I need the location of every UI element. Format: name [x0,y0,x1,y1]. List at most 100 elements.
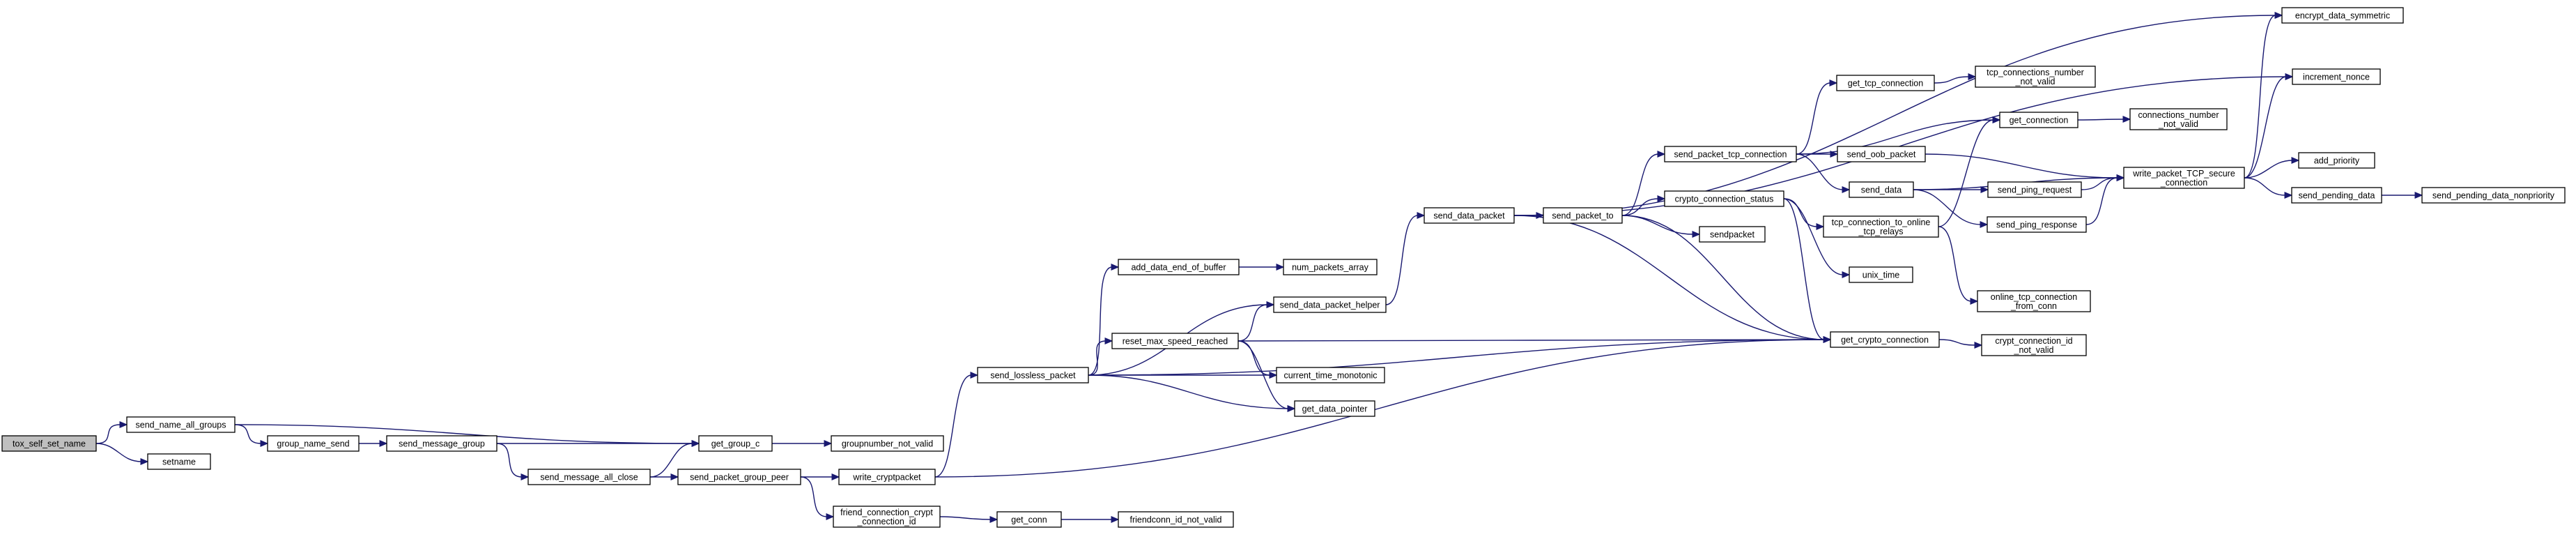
node-label: send_message_group [399,439,485,449]
node-tox_self_set_name[interactable]: tox_self_set_name [1,435,97,452]
edge-send_lossless_packet-to-reset_max_speed_reached [1088,337,1113,376]
edge-line [2244,15,2276,179]
node-sendpacket[interactable]: sendpacket [1699,226,1766,243]
node-unix_time[interactable]: unix_time [1849,266,1913,283]
node-connections_number_not_valid[interactable]: connections_number_not_valid [2129,108,2228,130]
node-box [1283,259,1378,275]
edge-line [1513,15,2276,216]
edge-line [1621,198,1659,216]
node-tcp_connection_to_online_tcp_relays[interactable]: tcp_connection_to_online_tcp_relays [1823,215,1939,238]
node-send_lossless_packet[interactable]: send_lossless_packet [977,367,1089,384]
edge-get_connection-to-connections_number_not_valid [2077,116,2131,123]
node-friendconn_id_not_valid[interactable]: friendconn_id_not_valid [1118,511,1234,528]
node-get_conn[interactable]: get_conn [996,511,1062,528]
node-send_data_packet[interactable]: send_data_packet [1424,207,1515,224]
node-friend_connection_crypt_connection_id[interactable]: friend_connection_crypt_connection_id [833,506,941,528]
node-send_packet_to[interactable]: send_packet_to [1543,207,1623,224]
node-box [386,435,498,452]
node-send_name_all_groups[interactable]: send_name_all_groups [126,416,236,433]
node-send_data[interactable]: send_data [1849,181,1914,198]
node-encrypt_data_symmetric[interactable]: encrypt_data_symmetric [2281,7,2404,24]
node-reset_max_speed_reached[interactable]: reset_max_speed_reached [1111,333,1239,349]
edge-line [1938,339,1976,346]
edge-send_message_all_close-to-send_packet_group_peer [649,473,679,480]
node-label: groupnumber_not_valid [842,439,933,449]
edge-write_cryptpacket-to-get_crypto_connection [934,336,1832,478]
node-send_message_all_close[interactable]: send_message_all_close [527,469,651,485]
edge-get_conn-to-friendconn_id_not_valid [1061,516,1120,523]
edge-line [1796,153,1844,190]
node-label: send_data_packet [1433,211,1505,221]
node-add_data_end_of_buffer[interactable]: add_data_end_of_buffer [1118,259,1240,275]
node-label: send_packet_tcp_connection [1674,150,1787,160]
node-current_time_monotonic[interactable]: current_time_monotonic [1276,367,1385,384]
node-box [1543,207,1623,224]
edge-line [1938,119,1994,227]
node-write_packet_TCP_secure_connection[interactable]: write_packet_TCP_secure_connection [2123,167,2245,189]
node-send_pending_data_nonpriority[interactable]: send_pending_data_nonpriority [2421,187,2566,204]
edge-tcp_connection_to_online_tcp_relays-to-get_connection [1938,116,2001,227]
node-send_message_group[interactable]: send_message_group [386,435,498,452]
edge-write_packet_TCP_secure_connection-to-increment_nonce [2244,73,2294,179]
node-get_connection[interactable]: get_connection [1999,112,2078,128]
node-box [2421,187,2566,204]
node-box [267,435,360,452]
node-get_group_c[interactable]: get_group_c [698,435,773,452]
edge-send_message_all_close-to-get_group_c [649,440,700,478]
node-get_tcp_connection[interactable]: get_tcp_connection [1836,75,1935,91]
node-label: _from_conn [2010,301,2057,311]
edge-group_name_send-to-send_message_group [359,440,388,447]
arrowhead [2285,73,2294,80]
node-box [126,416,236,433]
node-write_cryptpacket[interactable]: write_cryptpacket [838,469,936,485]
node-crypto_connection_status[interactable]: crypto_connection_status [1664,190,1784,207]
node-send_pending_data[interactable]: send_pending_data [2291,187,2382,204]
edge-send_pending_data-to-send_pending_data_nonpriority [2382,192,2423,199]
edge-line [1237,340,1289,409]
arrowhead [2122,116,2131,123]
node-label: _not_valid [2158,119,2198,129]
node-online_tcp_connection_from_conn[interactable]: online_tcp_connection_from_conn [1977,290,2091,312]
edge-line [1088,374,1289,409]
node-increment_nonce[interactable]: increment_nonce [2292,68,2381,85]
node-label: get_tcp_connection [1848,79,1923,89]
node-group_name_send[interactable]: group_name_send [267,435,360,452]
node-num_packets_array[interactable]: num_packets_array [1283,259,1378,275]
edge-line [1621,153,1659,216]
node-tcp_connections_number_not_valid[interactable]: tcp_connections_number_not_valid [1975,66,2096,88]
node-add_priority[interactable]: add_priority [2298,152,2375,169]
node-label: tcp_connection_to_online [1832,218,1931,227]
node-send_oob_packet[interactable]: send_oob_packet [1837,146,1926,162]
node-box [1,435,97,452]
node-setname[interactable]: setname [147,453,211,470]
node-groupnumber_not_valid[interactable]: groupnumber_not_valid [831,435,944,452]
node-get_data_pointer[interactable]: get_data_pointer [1294,400,1375,417]
node-label: get_crypto_connection [1841,335,1929,345]
node-send_ping_response[interactable]: send_ping_response [1987,216,2087,233]
arrowhead [1823,336,1832,343]
edge-line [1934,76,1970,84]
edge-line [1237,304,1268,342]
node-box [1276,367,1385,384]
node-send_data_packet_helper[interactable]: send_data_packet_helper [1273,296,1387,313]
arrowhead [1970,298,1979,305]
node-send_packet_tcp_connection[interactable]: send_packet_tcp_connection [1664,146,1797,162]
edge-line [1237,340,1271,376]
edge-send_message_group-to-send_message_all_close [496,443,530,480]
node-box [2129,108,2228,130]
edge-line [934,339,1825,478]
arrowhead [1974,342,1983,349]
node-label: crypto_connection_status [1675,195,1774,204]
node-get_crypto_connection[interactable]: get_crypto_connection [1830,331,1940,348]
edge-line [1783,198,1844,275]
edge-line [234,424,262,444]
arrowhead [1111,516,1120,523]
arrowhead [826,513,835,520]
edge-send_packet_tcp_connection-to-get_tcp_connection [1796,79,1838,155]
node-label: send_ping_request [1998,185,2072,195]
node-crypt_connection_id_not_valid[interactable]: crypt_connection_id_not_valid [1981,334,2087,356]
node-label: send_packet_to [1552,211,1613,221]
node-send_ping_request[interactable]: send_ping_request [1987,181,2082,198]
node-send_packet_group_peer[interactable]: send_packet_group_peer [677,469,801,485]
